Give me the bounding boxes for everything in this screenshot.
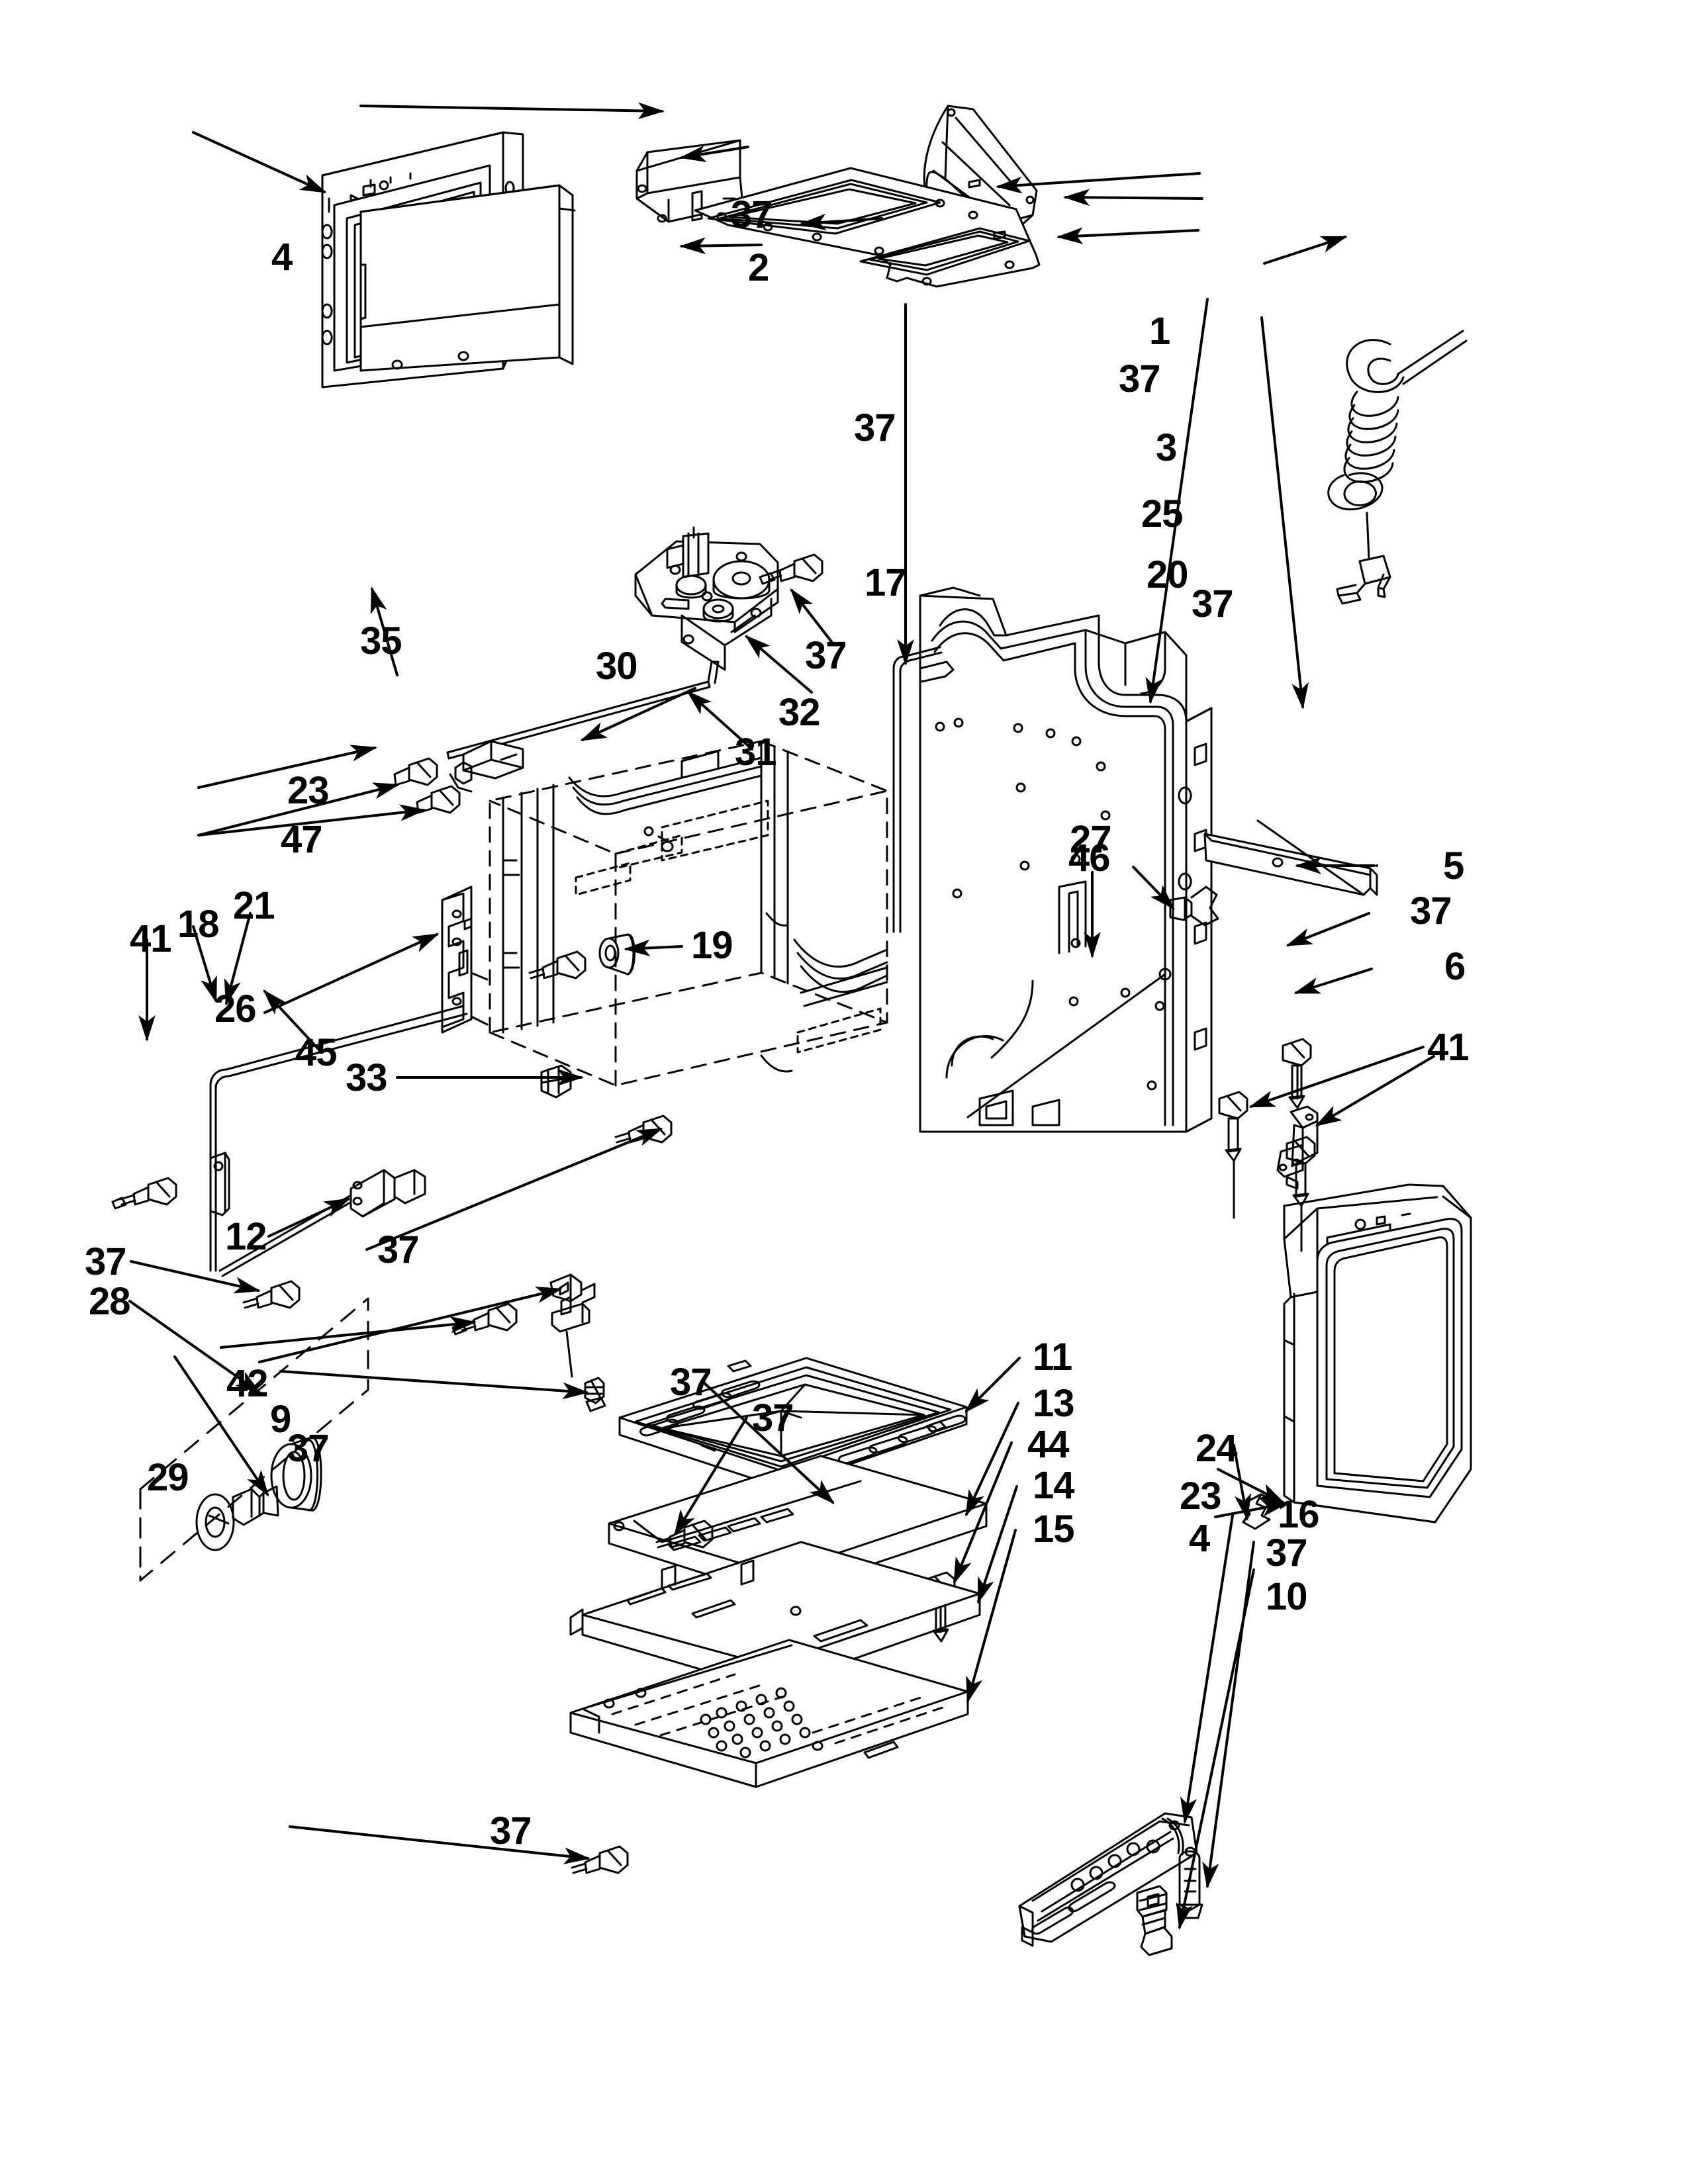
screw-icon-37-trim — [571, 1845, 629, 1874]
callout-37-screw-leg: 37 — [287, 1427, 330, 1470]
callout-2-bracket: 2 — [748, 246, 769, 289]
screw-icon-41b — [1286, 1136, 1316, 1252]
screw-icon-37-cavity — [614, 1115, 673, 1144]
callout-12-leveling-leg-rod: 12 — [225, 1215, 267, 1258]
clip-icon-33 — [540, 1064, 572, 1099]
top-bracket-art — [635, 139, 744, 223]
callout-29-knob: 29 — [147, 1456, 189, 1499]
callout-44-screw-drawer-rail: 44 — [1027, 1423, 1070, 1466]
wire-rod-art — [209, 1005, 468, 1272]
callout-37-screw-cavity: 37 — [377, 1228, 420, 1271]
callout-30-door-switch-rod: 30 — [596, 645, 638, 688]
callout-45-screw-roller: 45 — [295, 1031, 338, 1074]
callout-42-screw-anti-tip: 42 — [226, 1362, 269, 1405]
callout-37-screw-bottom-trim: 37 — [490, 1809, 532, 1852]
callout-17-seal-gasket: 17 — [865, 561, 907, 604]
screw-icon-41a — [1218, 1091, 1248, 1219]
screw-icon — [759, 553, 823, 585]
callout-11-broiler-pan-frame: 11 — [1033, 1336, 1072, 1379]
oven-cavity-art — [489, 740, 888, 1087]
callout-41-screw-left: 41 — [130, 917, 172, 960]
callout-19-roller: 19 — [691, 924, 733, 967]
callout-21-wire-rod: 21 — [233, 884, 275, 927]
door-switch-bracket-art — [449, 740, 524, 793]
callout-20-rear-panel: 20 — [1147, 553, 1189, 596]
clip-icon-18 — [209, 1152, 230, 1216]
callout-32-door-lock-motor-assembly: 32 — [778, 691, 821, 734]
power-cord-art — [1327, 330, 1468, 605]
callout-37-screw-rear-shield: 37 — [1119, 357, 1161, 400]
callout-5-side-trim: 5 — [1443, 844, 1464, 887]
callout-6-hinge-receiver: 6 — [1444, 945, 1466, 988]
callout-33-clip: 33 — [346, 1056, 388, 1099]
callout-37-screw-bottom-panel: 37 — [854, 406, 896, 449]
callout-37-screw-latch: 37 — [805, 634, 847, 677]
side-trim-rail-art — [1203, 819, 1378, 896]
callout-15-bottom-trim-panel: 15 — [1033, 1508, 1075, 1551]
callout-37-screw-frame: 37 — [670, 1361, 712, 1404]
door-switch-rod-art — [446, 660, 720, 760]
callout-46-ground-wire: 46 — [1068, 837, 1111, 880]
callout-1-rear-shield: 1 — [1149, 310, 1170, 353]
screw-icon-45 — [528, 950, 586, 979]
screw-icon-37-leg — [584, 1377, 606, 1412]
side-latch-plate-art — [441, 886, 489, 1034]
callout-37-screw-drawer: 37 — [752, 1396, 794, 1439]
callout-25-power-cord: 25 — [1141, 492, 1184, 535]
callout-37-screw-top-left: 37 — [731, 193, 773, 236]
callout-24-door-clip: 24 — [1196, 1427, 1238, 1470]
leveling-leg-art — [549, 1273, 596, 1378]
callout-37-screw-leg-rod: 37 — [85, 1240, 127, 1283]
callout-37-screw-slide: 37 — [1266, 1531, 1308, 1574]
callout-37-screw-rear-panel: 37 — [1192, 582, 1234, 625]
callout-10-anti-tip-bracket-foot: 10 — [1266, 1575, 1308, 1618]
bottom-trim-panel-art — [569, 1639, 969, 1788]
callout-47-hinge-screws: 47 — [281, 818, 323, 861]
left-door-insulation-art — [359, 184, 576, 372]
grommet-art — [1169, 886, 1219, 927]
rear-chassis-panel-art — [919, 586, 1213, 1133]
door-lock-motor-assembly-art — [634, 526, 823, 671]
anti-tip-foot-art — [1136, 1885, 1173, 1956]
ground-wire-art — [966, 968, 1172, 1118]
screw-icon-41-left — [111, 1177, 177, 1210]
callout-26-side-rail: 26 — [214, 987, 257, 1030]
callout-28-optional-kit: 28 — [89, 1280, 131, 1323]
callout-3-bottom-panel: 3 — [1156, 426, 1177, 469]
right-oven-door-panel-art — [1283, 1183, 1472, 1524]
hinge-screw-icons — [393, 757, 461, 814]
roller-art — [598, 933, 635, 976]
callout-13-drawer-panel: 13 — [1033, 1382, 1075, 1425]
callout-23-door-hinge-right: 23 — [1180, 1475, 1222, 1518]
callout-9-leveling-leg: 9 — [270, 1398, 291, 1441]
callout-41-screw-right-door: 41 — [1427, 1026, 1470, 1069]
callout-37-screw-bracket-6: 37 — [1410, 889, 1452, 933]
leveling-rod-art — [218, 1169, 426, 1277]
callout-27-grommet: 27 — [1070, 818, 1112, 861]
callout-35-door-insulation: 35 — [360, 619, 402, 662]
callout-16-drawer-slide: 16 — [1278, 1493, 1320, 1536]
callout-14-drawer-bottom: 14 — [1033, 1464, 1075, 1507]
optional-kit-boundary-art — [139, 1297, 369, 1582]
callout-18-clip: 18 — [177, 903, 220, 946]
callout-4-right-door-outer-panel: 4 — [1189, 1517, 1210, 1560]
callout-23-door-hinge-left: 23 — [287, 769, 330, 812]
drawer-slide-rail-art — [1018, 1812, 1198, 1947]
hinge-receiver-art — [1276, 1105, 1319, 1190]
screw-icon-37-rod — [242, 1280, 301, 1309]
oven-cavity-solid-detail — [502, 740, 888, 1073]
screw-icon-37-hinge — [1282, 1038, 1312, 1109]
callout-31-door-switch-bracket: 31 — [735, 731, 777, 774]
callout-4-left-door-outer-panel: 4 — [271, 236, 293, 279]
